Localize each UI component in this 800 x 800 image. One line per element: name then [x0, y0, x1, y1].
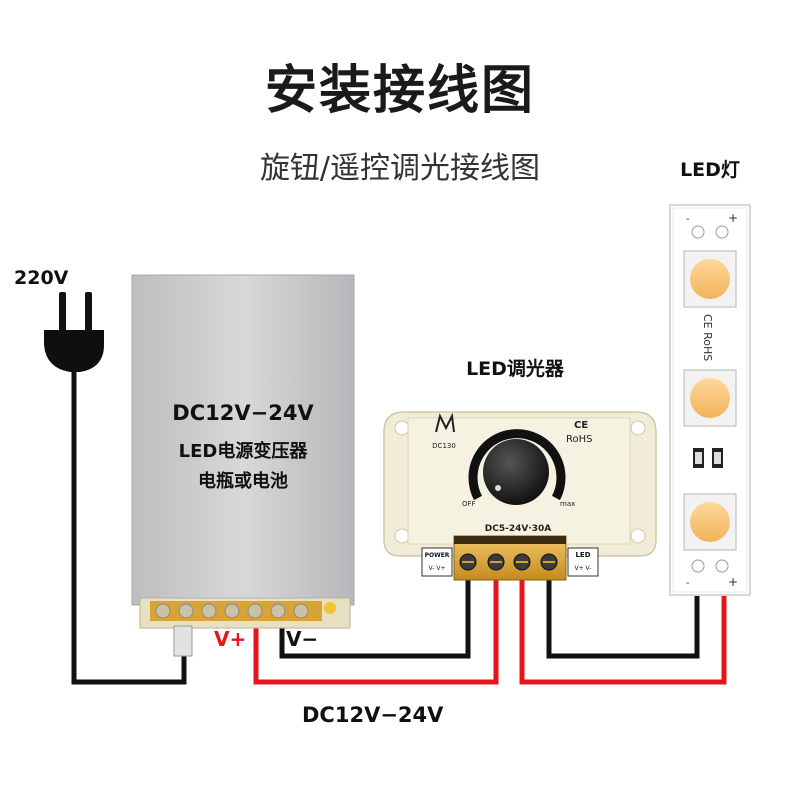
v-minus-label: V−	[286, 627, 318, 651]
v-plus-label: V+	[214, 627, 246, 651]
strip-bottom-plus: +	[728, 575, 738, 589]
page-subtitle: 旋钮/遥控调光接线图	[259, 151, 541, 186]
dimmer-power-label: POWER	[425, 552, 450, 559]
dimmer-rohs-mark: RoHS	[566, 434, 592, 445]
wire-psu-vminus-black	[279, 570, 471, 659]
dimmer-terminal-block	[421, 535, 599, 581]
led-strip-label: LED灯	[680, 159, 740, 181]
power-supply	[131, 274, 355, 657]
wire-led-vplus-red	[519, 570, 727, 685]
dimmer	[383, 411, 657, 557]
page-title: 安装接线图	[264, 61, 535, 121]
dimmer-power-terms: V- V+	[429, 565, 446, 572]
strip-bottom-minus: -	[686, 578, 690, 589]
strip-top-plus: +	[728, 211, 738, 225]
ac-input-label: 220V	[14, 267, 69, 289]
dimmer-title-label: LED调光器	[466, 357, 565, 380]
psu-alt-label: 电瓶或电池	[198, 470, 288, 492]
strip-cert-label: CE RoHS	[701, 314, 714, 361]
dimmer-led-terms: V+ V-	[575, 565, 592, 572]
bottom-voltage-label: DC12V−24V	[302, 703, 444, 727]
dimmer-max-label: max	[560, 500, 575, 508]
wire-led-vminus-black	[546, 570, 700, 659]
dimmer-off-label: OFF	[462, 500, 476, 508]
wire-psu-vplus-red	[253, 570, 499, 685]
dimmer-model-label: DC130	[432, 442, 456, 450]
psu-name-label: LED电源变压器	[179, 440, 309, 462]
dimmer-rating-label: DC5-24V·30A	[485, 524, 552, 534]
plug-icon	[44, 292, 104, 372]
strip-top-minus: -	[686, 214, 690, 225]
psu-voltage-label: DC12V−24V	[172, 401, 314, 425]
led-strip	[669, 204, 751, 596]
dimmer-ce-mark: CE	[574, 420, 588, 431]
dimmer-led-label: LED	[575, 551, 590, 559]
